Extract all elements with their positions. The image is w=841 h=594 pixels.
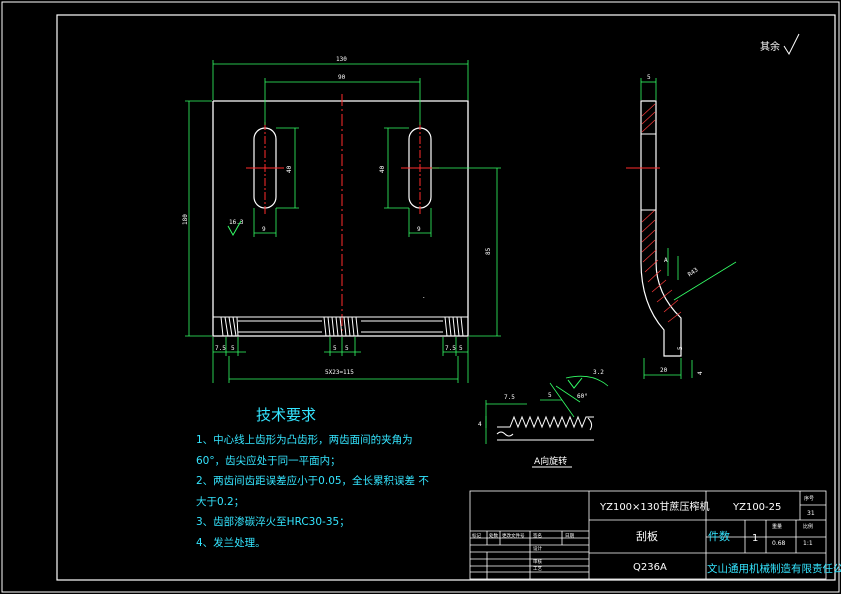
tech-item-1: 1、中心线上齿形为凸齿形，两齿面间的夹角为60°，齿尖应处于同一平面内； bbox=[196, 434, 413, 467]
tech-item-2: 2、两齿间齿距误差应小于0.05，全长累积误差 不大于0.2； bbox=[196, 475, 429, 508]
teeth-left bbox=[220, 316, 239, 337]
svg-text:其余: 其余 bbox=[760, 40, 780, 53]
title-block-text: YZ100×130甘蔗压榨机 YZ100-25 序号 31 刮板 Q236A 件… bbox=[472, 495, 841, 575]
detail-dim-height: 4 bbox=[478, 421, 482, 428]
detail-dim-pitch: 7.5 bbox=[504, 394, 515, 401]
scale-label: 比例 bbox=[803, 523, 813, 530]
quantity-label: 件数 bbox=[708, 530, 730, 543]
dim-thickness: 5 bbox=[647, 74, 651, 81]
dim-slot-length: 40 bbox=[286, 165, 293, 173]
tb-label-date: 日期 bbox=[565, 533, 574, 539]
dim-slot-width-right: 9 bbox=[417, 226, 421, 233]
tech-requirements-title: 技术要求 bbox=[256, 406, 317, 424]
side-view: 5 R43 20 5 4 A bbox=[626, 74, 737, 379]
detail-dimension-lines bbox=[485, 375, 609, 444]
tech-requirements-list: 1、中心线上齿形为凸齿形，两齿面间的夹角为60°，齿尖应处于同一平面内； 2、两… bbox=[196, 430, 436, 553]
drawing-number: YZ100-25 bbox=[732, 502, 781, 513]
tb-label-check: 审核 bbox=[533, 558, 542, 565]
quantity: 1 bbox=[752, 533, 758, 544]
svg-text:16.3: 16.3 bbox=[229, 219, 244, 226]
sheet-label: 序号 bbox=[804, 495, 814, 502]
tb-label-process: 工艺 bbox=[533, 566, 542, 572]
machine-name: YZ100×130甘蔗压榨机 bbox=[599, 500, 710, 513]
dim-base-height: 5 bbox=[677, 346, 684, 350]
weight-label: 重量 bbox=[772, 523, 782, 530]
detail-dim-angle: 60° bbox=[577, 393, 588, 400]
break-line-right bbox=[587, 417, 593, 431]
inner-frame bbox=[56, 14, 836, 581]
view-arrow-label: A bbox=[664, 257, 668, 264]
tb-label-change: 更改文件号 bbox=[502, 532, 525, 539]
dim-hole-spacing: 90 bbox=[338, 74, 346, 81]
side-dimension-lines bbox=[640, 78, 737, 379]
dim-base-width: 20 bbox=[660, 367, 668, 374]
tooth-profile bbox=[497, 415, 594, 429]
dim-slot-center-height: 85 bbox=[485, 247, 492, 255]
teeth-middle bbox=[323, 316, 359, 337]
general-finish-note: 其余 bbox=[760, 33, 800, 56]
sheet-number: 31 bbox=[807, 510, 815, 517]
dim-small: 4 bbox=[697, 371, 704, 375]
dim-tooth-mid-a: 5 bbox=[333, 345, 337, 352]
dim-edge-left-a: 7.5 bbox=[215, 345, 226, 352]
tb-label-design: 设计 bbox=[533, 545, 542, 552]
detail-title: A向旋转 bbox=[534, 455, 567, 467]
dim-overall-width: 130 bbox=[336, 56, 347, 63]
dim-tooth-pitch: 5X23=115 bbox=[325, 369, 354, 376]
tech-item-4: 4、发兰处理。 bbox=[196, 536, 266, 549]
plate-outline bbox=[212, 100, 469, 337]
side-profile bbox=[640, 100, 682, 357]
front-dimension-lines bbox=[185, 60, 501, 383]
section-hatch bbox=[641, 103, 682, 323]
dim-edge-left-b: 5 bbox=[231, 345, 235, 352]
teeth-right bbox=[444, 316, 464, 337]
detail-roughness: 3.2 bbox=[593, 369, 604, 376]
tb-label-count: 处数 bbox=[489, 532, 498, 539]
front-view: . 130 90 180 40 40 9 9 85 7.5 5 5 5 7.5 … bbox=[182, 56, 501, 383]
material: Q236A bbox=[633, 562, 667, 573]
roughness-symbol: 16.3 bbox=[227, 219, 244, 237]
mark-dot: . bbox=[422, 293, 426, 300]
tech-item-3: 3、齿部渗碳淬火至HRC30-35； bbox=[196, 516, 350, 528]
dim-slot-length-right: 40 bbox=[379, 165, 386, 173]
break-line bbox=[496, 431, 514, 437]
dim-slot-width-left: 9 bbox=[262, 226, 266, 233]
weight: 0.68 bbox=[772, 540, 786, 547]
detail-view-a: 7.5 5 60° 4 3.2 A向旋转 bbox=[478, 369, 609, 468]
tb-label-mark: 标记 bbox=[472, 532, 481, 539]
part-name: 刮板 bbox=[636, 529, 658, 543]
company-name: 文山通用机械制造有限责任公司 bbox=[707, 562, 841, 575]
dim-edge-right-b: 5 bbox=[459, 345, 463, 352]
detail-dim-tooth: 5 bbox=[548, 392, 552, 399]
scale: 1:1 bbox=[803, 540, 813, 547]
detail-roughness-symbol bbox=[567, 377, 583, 389]
dim-overall-height: 180 bbox=[182, 214, 189, 225]
dim-tooth-mid-b: 5 bbox=[345, 345, 349, 352]
tb-label-sign: 签名 bbox=[533, 532, 542, 539]
dim-edge-right-a: 7.5 bbox=[445, 345, 456, 352]
dim-radius: R43 bbox=[687, 266, 700, 278]
title-block bbox=[469, 490, 827, 580]
